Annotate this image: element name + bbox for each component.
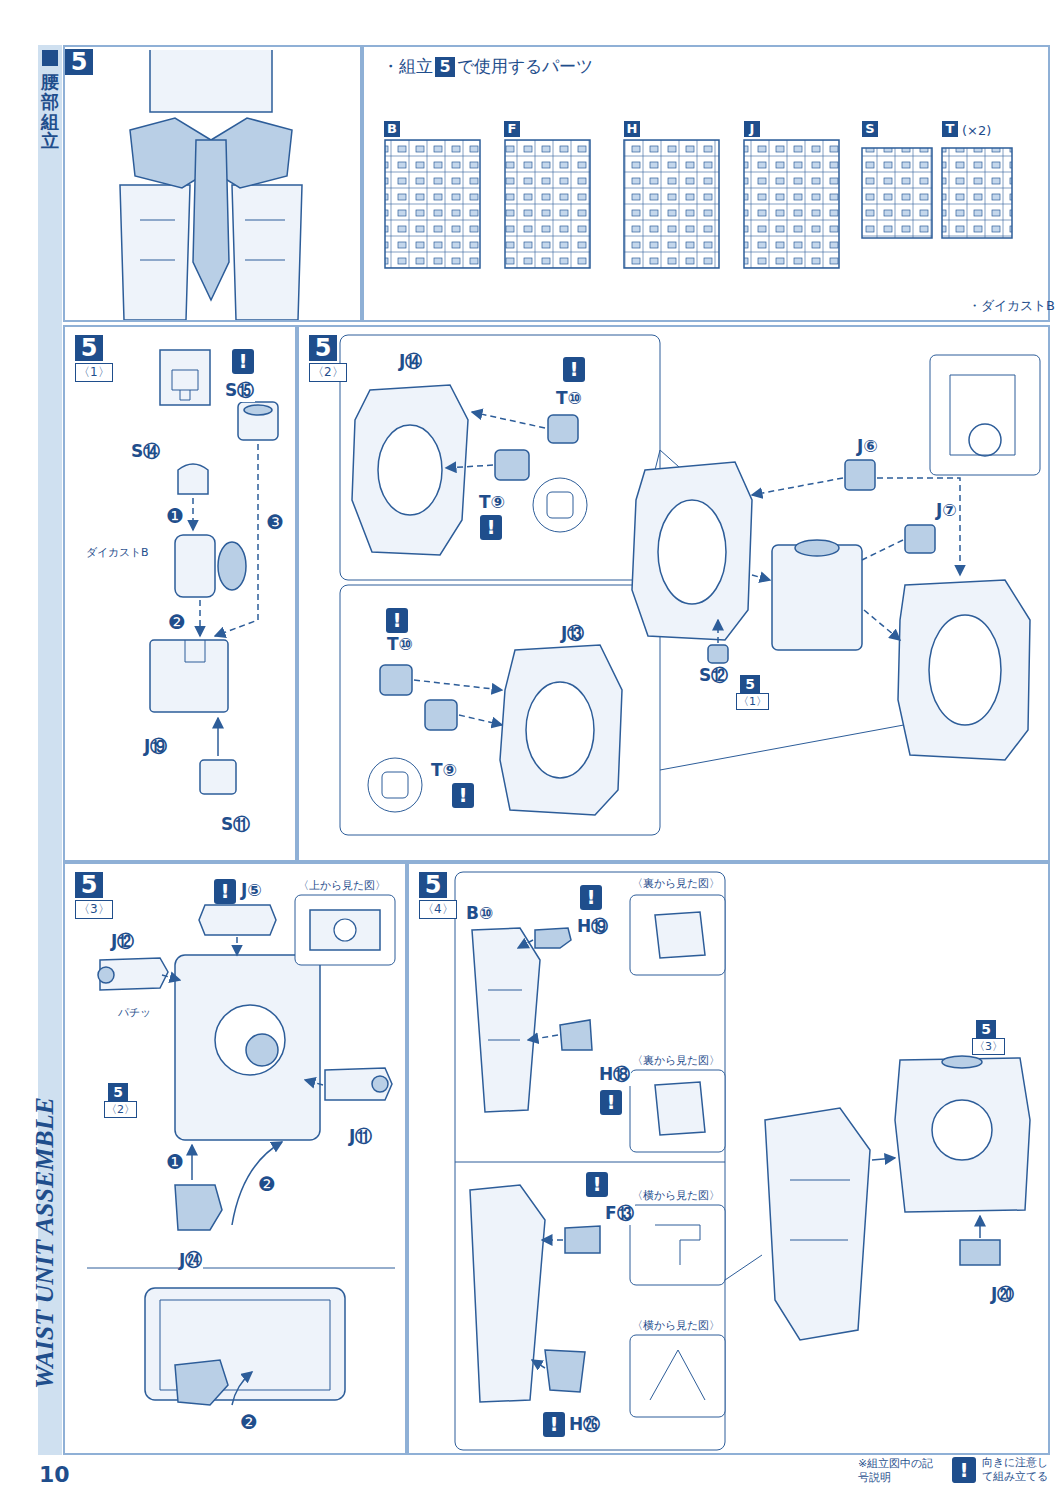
part-number: S⑮ xyxy=(224,379,255,402)
part-number: J⑦ xyxy=(935,500,958,520)
heading-text: で使用するパーツ xyxy=(457,55,593,78)
step-order: ❶ xyxy=(166,506,184,526)
caution-mark: ! xyxy=(953,1458,975,1483)
runner-letter: J xyxy=(744,121,760,137)
runner-letter: S xyxy=(862,121,878,137)
step-number: 5 xyxy=(309,335,337,361)
part-number: J⑫ xyxy=(110,930,135,953)
step-order: ❷ xyxy=(258,1174,276,1194)
view-note: 〈上から見た図〉 xyxy=(298,878,386,893)
part-number: B⑩ xyxy=(465,903,494,923)
step-number: 5 xyxy=(65,49,93,75)
caution-mark: ! xyxy=(580,885,602,910)
caution-mark: ! xyxy=(214,879,236,904)
caution-mark: ! xyxy=(386,608,408,633)
substep-number: 〈3〉 xyxy=(75,900,113,919)
step-reference: 5 xyxy=(108,1083,128,1101)
legend-heading: ※組立図中の記号説明 xyxy=(858,1457,942,1485)
step-number: 5 xyxy=(435,57,455,77)
part-number: J㉔ xyxy=(178,1250,203,1270)
step-order: ❷ xyxy=(168,612,186,632)
substep-number: 〈4〉 xyxy=(419,900,457,919)
caution-mark: ! xyxy=(452,783,474,808)
caution-mark: ! xyxy=(232,349,254,374)
caution-mark: ! xyxy=(563,357,585,382)
part-number: J⑳ xyxy=(990,1283,1015,1306)
part-number: T⑨ xyxy=(478,492,506,512)
step-panel: 5 xyxy=(63,45,362,322)
step-reference: 5 xyxy=(976,1020,996,1038)
runner-letter: F xyxy=(504,121,520,137)
step-number: 5 xyxy=(419,872,447,898)
view-note: 〈横から見た図〉 xyxy=(632,1188,720,1203)
part-number: S⑫ xyxy=(698,664,729,687)
runner-letter: H xyxy=(624,121,640,137)
section-banner: WAIST UNIT ASSEMBLE xyxy=(30,1053,60,1433)
view-note: ダイカストB xyxy=(86,545,149,560)
step-reference: 〈1〉 xyxy=(736,693,769,710)
part-number: J⑲ xyxy=(143,735,168,758)
part-number: H⑱ xyxy=(598,1063,631,1086)
view-note: 〈横から見た図〉 xyxy=(632,1318,720,1333)
view-note: パチッ xyxy=(118,1005,151,1020)
step-panel: ・組立5で使用するパーツ xyxy=(362,45,1050,322)
step-panel: 5 〈4〉 xyxy=(407,862,1050,1455)
part-number: H⑲ xyxy=(576,915,609,938)
part-number: T⑩ xyxy=(555,388,583,408)
part-number: J⑬ xyxy=(560,622,585,645)
step-number: 5 xyxy=(75,872,103,898)
runner-letter: T xyxy=(942,121,958,137)
part-number: J⑪ xyxy=(348,1125,373,1148)
step-order: ❶ xyxy=(166,1152,184,1172)
part-number: J⑥ xyxy=(856,436,879,456)
note: ・ダイカストB xyxy=(968,297,1055,315)
step-panel: 5〈1〉 xyxy=(63,325,297,862)
substep-number: 〈2〉 xyxy=(309,363,347,382)
step-order: ❸ xyxy=(266,512,284,532)
runner-letter: B xyxy=(384,121,400,137)
part-number: S⑭ xyxy=(130,440,161,463)
step-reference: 5 xyxy=(740,675,760,693)
step-panel: 5 〈2〉 xyxy=(297,325,1050,862)
part-number: J⑤ xyxy=(240,880,263,900)
page-number: 10 xyxy=(39,1462,70,1487)
step-reference: 〈3〉 xyxy=(972,1038,1005,1055)
section-title: 腰部組立 xyxy=(41,72,59,151)
heading-text: ・組立 xyxy=(382,55,433,78)
step-reference: 〈2〉 xyxy=(104,1101,137,1118)
note: (×2) xyxy=(962,123,991,138)
part-number: S⑪ xyxy=(220,813,251,836)
substep-number: 〈1〉 xyxy=(75,363,113,382)
part-number: H㉖ xyxy=(568,1414,601,1434)
caution-mark: ! xyxy=(543,1412,565,1437)
step-number: 5 xyxy=(75,335,103,361)
parts-heading: ・組立5で使用するパーツ xyxy=(382,55,593,78)
part-number: F⑬ xyxy=(604,1202,635,1225)
step-order: ❷ xyxy=(240,1412,258,1432)
view-note: 〈裏から見た図〉 xyxy=(632,1053,720,1068)
caution-mark: ! xyxy=(586,1172,608,1197)
caution-mark: ! xyxy=(600,1090,622,1115)
legend-text: 向きに注意して組み立てる xyxy=(982,1456,1056,1484)
part-number: J⑭ xyxy=(398,350,423,373)
caution-mark: ! xyxy=(480,515,502,540)
view-note: 〈裏から見た図〉 xyxy=(632,876,720,891)
part-number: T⑨ xyxy=(430,760,458,780)
part-number: T⑩ xyxy=(386,634,414,654)
